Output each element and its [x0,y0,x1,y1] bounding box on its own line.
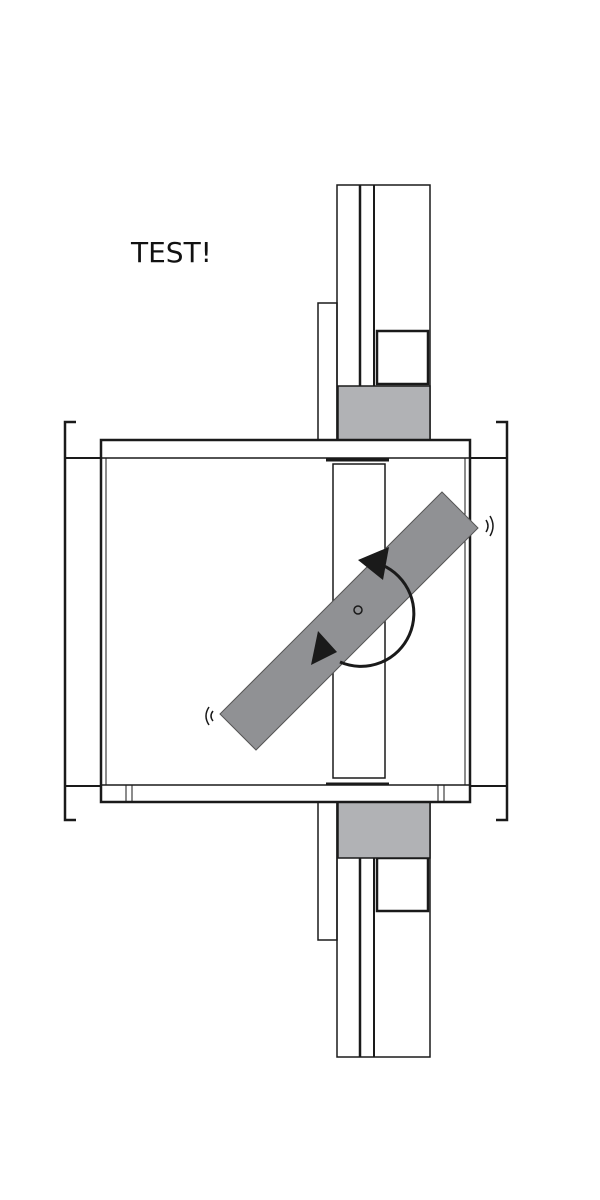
bottom-small-box [375,856,430,913]
top-side-strip [317,302,338,443]
damper-blade [219,491,479,751]
left-bracket [63,420,76,822]
rotation-arrow-icon [311,547,416,668]
bottom-column [317,801,431,1058]
pivot-icon [353,605,363,615]
top-small-box [375,329,430,386]
bottom-gray-block [337,801,431,859]
housing-frame [99,438,472,804]
top-column [317,184,431,443]
right-bracket [496,420,509,822]
bottom-side-strip [317,801,338,941]
diagram-label: TEST! [131,236,212,269]
vibration-icon [205,515,494,726]
top-gray-block [337,385,431,443]
